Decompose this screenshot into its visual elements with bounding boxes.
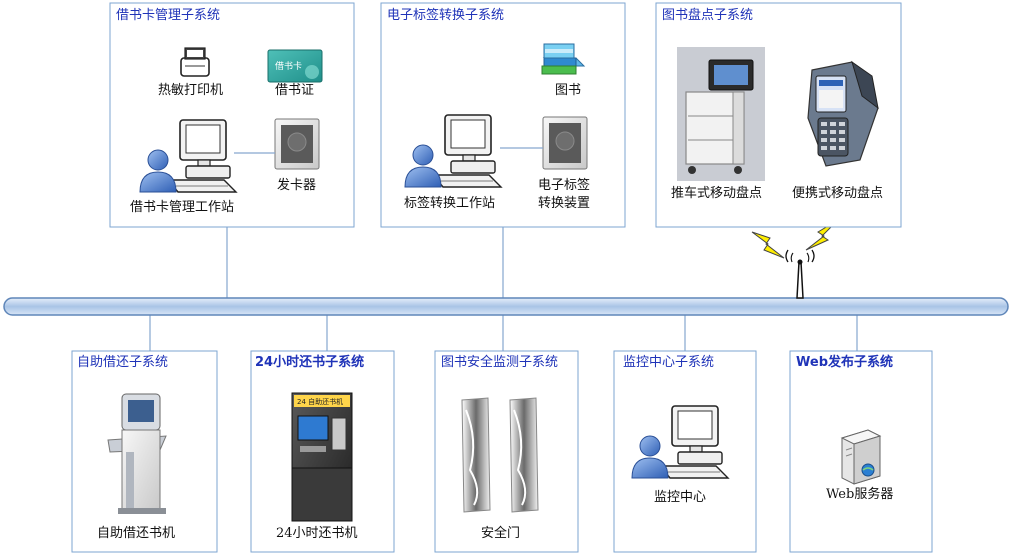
device-label: Web服务器 <box>826 486 893 502</box>
subsystem-web-publish: Web发布子系统 Web服务器 <box>789 350 933 553</box>
card-label: 借书证 <box>275 83 314 98</box>
wireless-antenna-icon <box>785 249 815 299</box>
handheld-label: 便携式移动盘点 <box>792 185 883 201</box>
subsystem-title: 监控中心子系统 <box>623 355 714 370</box>
subsystem-tag-conversion: 电子标签转换子系统 图书 电子标签 转换装置 标签转换工作站 <box>380 2 626 228</box>
subsystem-self-service: 自助借还子系统 自助借还书机 <box>71 350 218 553</box>
card-issuer-icon <box>274 118 320 170</box>
book-return-machine-icon: 24 自助还书机 <box>291 392 353 522</box>
subsystem-security-monitoring: 图书安全监测子系统 安全门 <box>434 350 579 553</box>
subsystem-inventory: 图书盘点子系统 推车式移动盘点 <box>655 2 902 228</box>
subsystem-card-management: 借书卡管理子系统 热敏打印机 借书卡 借书证 发卡器 借书卡管理工作站 <box>109 2 355 228</box>
tag-converter-icon <box>542 116 588 170</box>
issuer-label: 发卡器 <box>277 177 316 193</box>
converter-label-2: 转换装置 <box>538 196 590 211</box>
subsystem-title: 借书卡管理子系统 <box>116 8 220 23</box>
subsystem-title: 24小时还书子系统 <box>255 354 364 370</box>
inventory-cart-icon <box>677 47 765 181</box>
subsystem-title: 图书盘点子系统 <box>662 7 753 23</box>
device-label: 自助借还书机 <box>97 526 175 541</box>
network-bus <box>3 297 1009 316</box>
subsystem-24h-return: 24小时还书子系统 24 自助还书机 24小时还书机 <box>250 350 395 553</box>
web-server-icon <box>840 429 882 485</box>
machine-banner-text: 24 自助还书机 <box>297 397 343 406</box>
books-icon <box>541 43 586 75</box>
subsystem-title: 自助借还子系统 <box>77 355 168 370</box>
library-card-icon: 借书卡 <box>267 49 323 83</box>
self-service-kiosk-icon <box>107 393 167 514</box>
device-label: 监控中心 <box>654 490 706 505</box>
workstation-label: 标签转换工作站 <box>404 195 495 211</box>
printer-label: 热敏打印机 <box>158 83 223 98</box>
subsystem-monitoring-center: 监控中心子系统 监控中心 <box>613 350 757 553</box>
book-label: 图书 <box>555 83 581 98</box>
subsystem-title: 图书安全监测子系统 <box>441 354 558 370</box>
handheld-scanner-icon <box>807 60 879 167</box>
workstation-label: 借书卡管理工作站 <box>130 200 234 215</box>
security-gate-icon <box>461 397 539 513</box>
cart-label: 推车式移动盘点 <box>671 185 762 201</box>
converter-label-1: 电子标签 <box>538 177 590 193</box>
subsystem-title: Web发布子系统 <box>796 354 893 370</box>
device-label: 安全门 <box>481 525 520 541</box>
subsystem-title: 电子标签转换子系统 <box>387 7 504 23</box>
thermal-printer-icon <box>180 47 210 77</box>
device-label: 24小时还书机 <box>276 526 358 541</box>
card-face-text: 借书卡 <box>275 60 302 72</box>
